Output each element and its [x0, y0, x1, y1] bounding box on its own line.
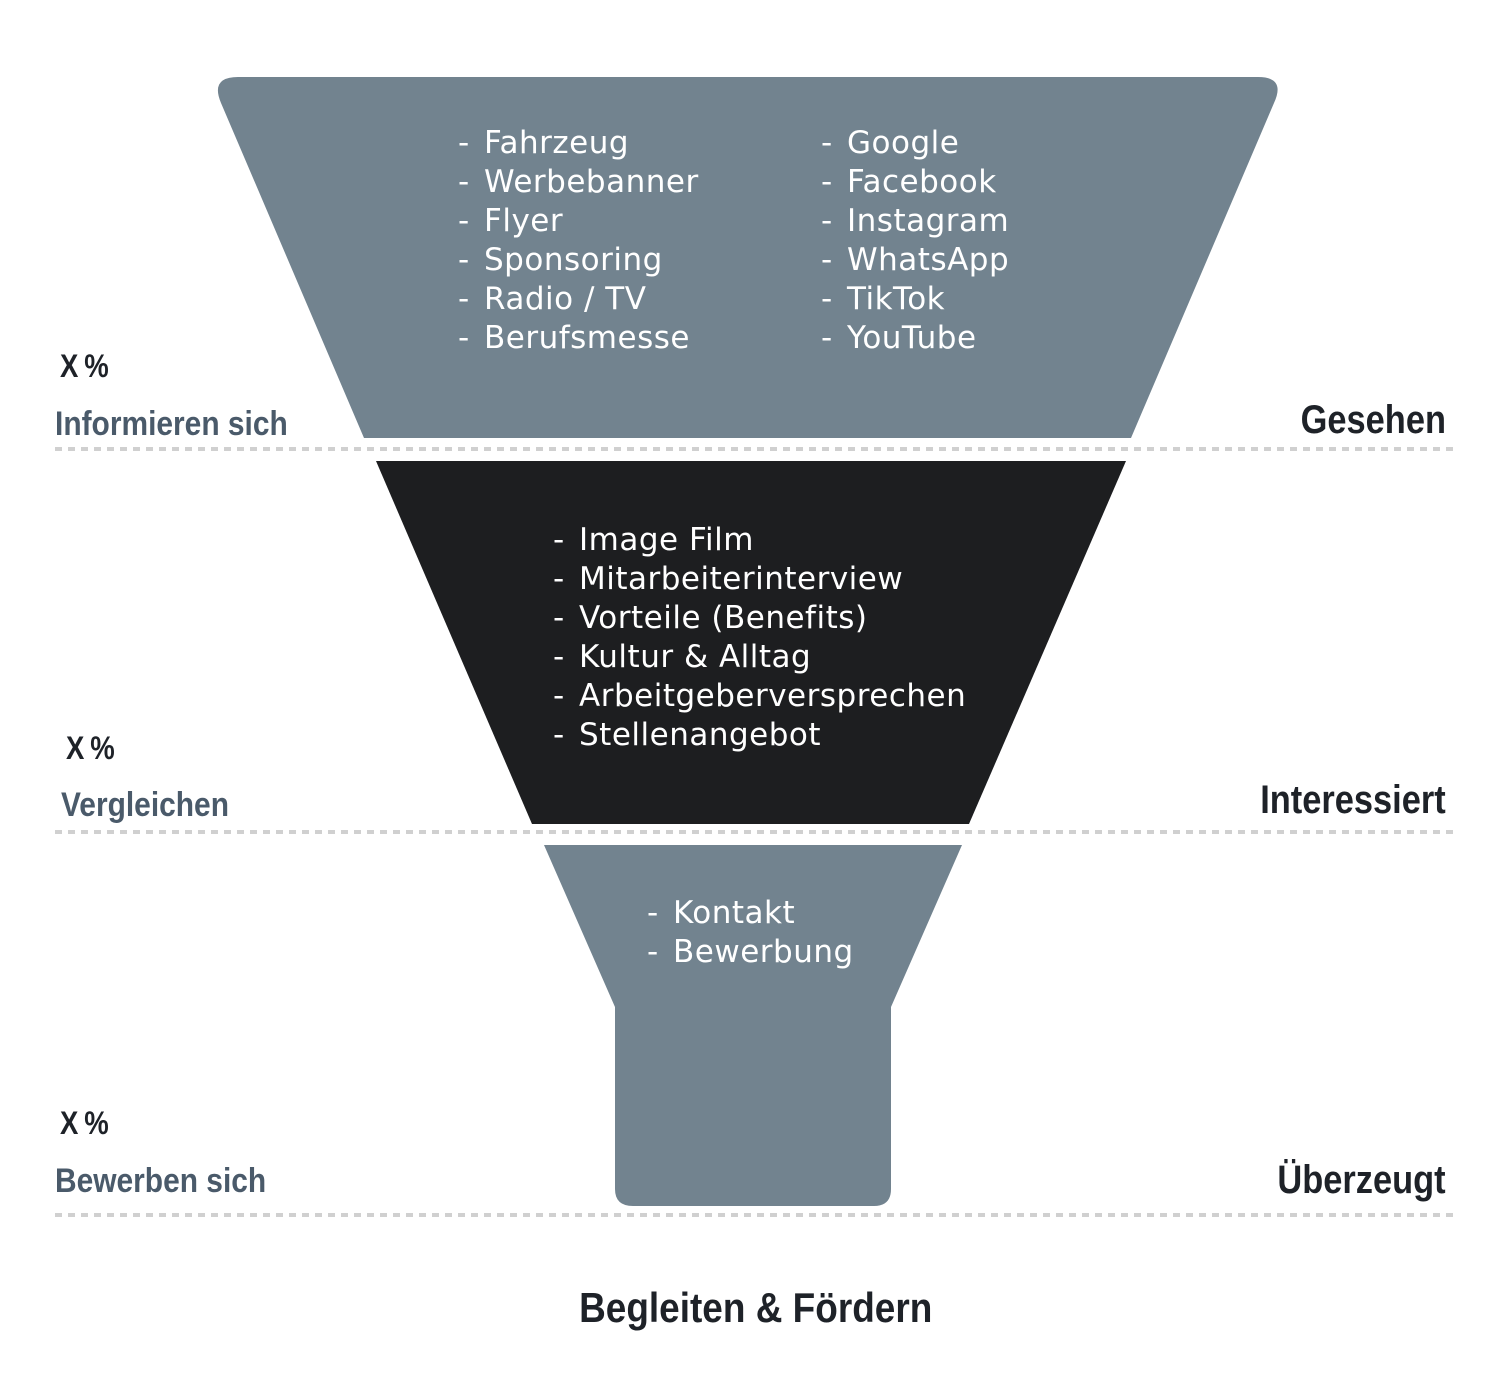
- list-item: Sponsoring: [458, 241, 699, 280]
- stage-2-right-label: Interessiert: [1260, 778, 1446, 822]
- list-item: Bewerbung: [647, 933, 854, 972]
- stage-1-list-left: Fahrzeug Werbebanner Flyer Sponsoring Ra…: [458, 124, 699, 358]
- list-item: Kultur & Alltag: [553, 638, 966, 677]
- stage-1-percent: X %: [60, 348, 109, 384]
- stage-1-right-label: Gesehen: [1300, 398, 1446, 442]
- list-item: WhatsApp: [821, 241, 1009, 280]
- list-item: YouTube: [821, 319, 1009, 358]
- list-item: Vorteile (Benefits): [553, 599, 966, 638]
- list-item: Google: [821, 124, 1009, 163]
- stage-3-percent: X %: [60, 1105, 109, 1141]
- stage-1-list-right: Google Facebook Instagram WhatsApp TikTo…: [821, 124, 1009, 358]
- list-item: Werbebanner: [458, 163, 699, 202]
- stage-3-list: Kontakt Bewerbung: [647, 894, 854, 972]
- list-item: Stellenangebot: [553, 716, 966, 755]
- stage-2-list: Image Film Mitarbeiterinterview Vorteile…: [553, 521, 966, 755]
- stage-3-right-label: Überzeugt: [1277, 1158, 1446, 1202]
- list-item: Facebook: [821, 163, 1009, 202]
- list-item: Image Film: [553, 521, 966, 560]
- stage-1-left-label: Informieren sich: [55, 405, 288, 443]
- funnel-stage-1-shape: [217, 77, 1278, 438]
- list-item: Berufsmesse: [458, 319, 699, 358]
- bottom-title-text: Begleiten & Fördern: [579, 1284, 933, 1331]
- list-item: Arbeitgeberversprechen: [553, 677, 966, 716]
- list-item: Instagram: [821, 202, 1009, 241]
- list-item: Flyer: [458, 202, 699, 241]
- list-item: TikTok: [821, 280, 1009, 319]
- list-item: Kontakt: [647, 894, 854, 933]
- stage-2-percent: X %: [66, 730, 115, 766]
- list-item: Radio / TV: [458, 280, 699, 319]
- bottom-title: Begleiten & Fördern: [0, 1284, 1512, 1332]
- list-item: Mitarbeiterinterview: [553, 560, 966, 599]
- stage-2-left-label: Vergleichen: [61, 786, 229, 824]
- stage-3-left-label: Bewerben sich: [55, 1162, 267, 1200]
- list-item: Fahrzeug: [458, 124, 699, 163]
